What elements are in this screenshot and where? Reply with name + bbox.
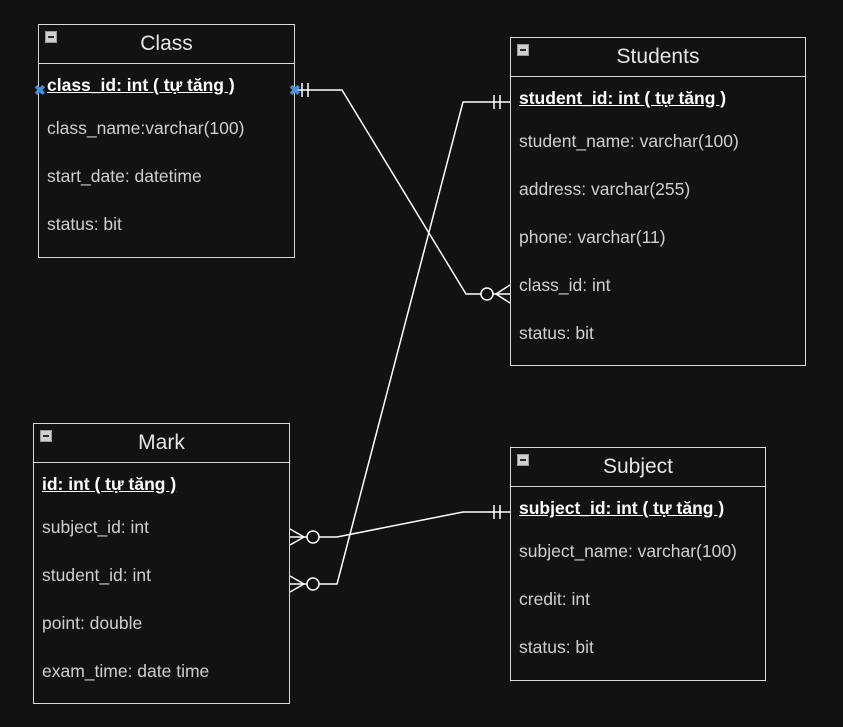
field-class-id[interactable]: class_id: int ( tự tăng ) (47, 75, 235, 95)
entity-class[interactable]: Class class_id: int ( tự tăng ) class_na… (38, 24, 295, 258)
connection-handle-icon[interactable]: ✖ (34, 82, 46, 98)
entity-header: Class (39, 25, 294, 64)
field-subject-name[interactable]: subject_name: varchar(100) (519, 541, 737, 561)
collapse-icon[interactable] (40, 430, 52, 442)
entity-header: Mark (34, 424, 289, 463)
entity-subject[interactable]: Subject subject_id: int ( tự tăng ) subj… (510, 447, 766, 681)
field-subject-id[interactable]: subject_id: int (42, 517, 150, 537)
entity-title: Students (616, 45, 700, 68)
field-student-name[interactable]: student_name: varchar(100) (519, 131, 739, 151)
field-subject-id[interactable]: subject_id: int ( tự tăng ) (519, 498, 725, 518)
collapse-icon[interactable] (45, 31, 57, 43)
field-address[interactable]: address: varchar(255) (519, 179, 691, 199)
field-student-id[interactable]: student_id: int (42, 565, 151, 585)
field-student-id[interactable]: student_id: int ( tự tăng ) (519, 88, 727, 108)
entity-header: Subject (511, 448, 765, 487)
entity-title: Mark (138, 431, 185, 454)
field-phone[interactable]: phone: varchar(11) (519, 227, 666, 247)
field-status[interactable]: status: bit (47, 214, 122, 234)
field-point[interactable]: point: double (42, 613, 143, 633)
collapse-icon[interactable] (517, 454, 529, 466)
field-class-name[interactable]: class_name:varchar(100) (47, 118, 245, 138)
field-start-date[interactable]: start_date: datetime (47, 166, 202, 186)
field-status[interactable]: status: bit (519, 637, 594, 657)
entity-title: Subject (602, 455, 674, 478)
connection-handle-icon[interactable]: ✖ (289, 82, 301, 98)
entity-title: Class (140, 32, 193, 55)
rel-class-students (294, 89, 510, 295)
entity-mark[interactable]: Mark id: int ( tự tăng ) subject_id: int… (33, 423, 290, 704)
entity-students[interactable]: Students student_id: int ( tự tăng ) stu… (510, 37, 806, 366)
field-class-id[interactable]: class_id: int (519, 275, 611, 295)
field-credit[interactable]: credit: int (519, 589, 590, 609)
field-status[interactable]: status: bit (519, 323, 594, 343)
field-exam-time[interactable]: exam_time: date time (42, 661, 210, 681)
field-id[interactable]: id: int ( tự tăng ) (42, 474, 177, 494)
entity-header: Students (511, 38, 805, 77)
collapse-icon[interactable] (517, 44, 529, 56)
rel-subject-mark (290, 511, 510, 538)
